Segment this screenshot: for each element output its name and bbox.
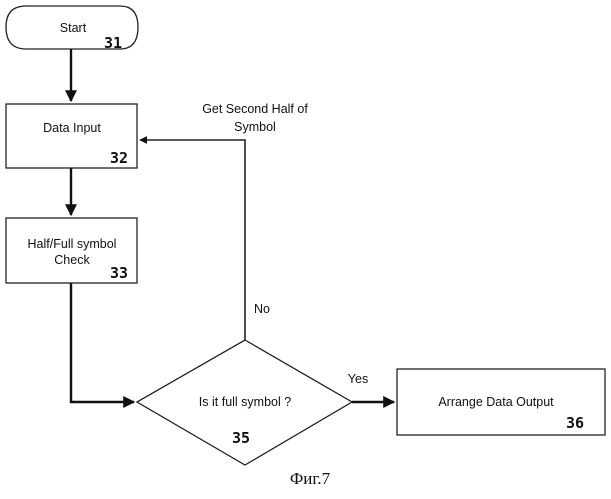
start-ref: 31 bbox=[104, 34, 122, 52]
output-label: Arrange Data Output bbox=[438, 395, 554, 409]
no-label: No bbox=[254, 302, 270, 316]
loop-label-line2: Symbol bbox=[234, 120, 276, 134]
data-input-node: Data Input 32 bbox=[6, 104, 137, 168]
start-label: Start bbox=[60, 21, 87, 35]
output-ref: 36 bbox=[566, 414, 584, 432]
decision-label: Is it full symbol ? bbox=[199, 395, 291, 409]
data-input-ref: 32 bbox=[110, 149, 128, 167]
loop-label-line1: Get Second Half of bbox=[202, 102, 308, 116]
check-ref: 33 bbox=[110, 264, 128, 282]
check-node: Half/Full symbol Check 33 bbox=[6, 218, 137, 283]
edge-decision-no-loop bbox=[140, 140, 245, 340]
decision-node: Is it full symbol ? 35 bbox=[137, 340, 352, 465]
check-label-line2: Check bbox=[54, 253, 90, 267]
check-label-line1: Half/Full symbol bbox=[28, 237, 117, 251]
output-node: Arrange Data Output 36 bbox=[397, 369, 605, 435]
figure-caption: Фиг.7 bbox=[290, 469, 331, 488]
data-input-label: Data Input bbox=[43, 121, 101, 135]
start-node: Start 31 bbox=[6, 6, 138, 52]
yes-label: Yes bbox=[348, 372, 368, 386]
decision-ref: 35 bbox=[232, 429, 250, 447]
edge-check-to-decision bbox=[71, 283, 134, 402]
